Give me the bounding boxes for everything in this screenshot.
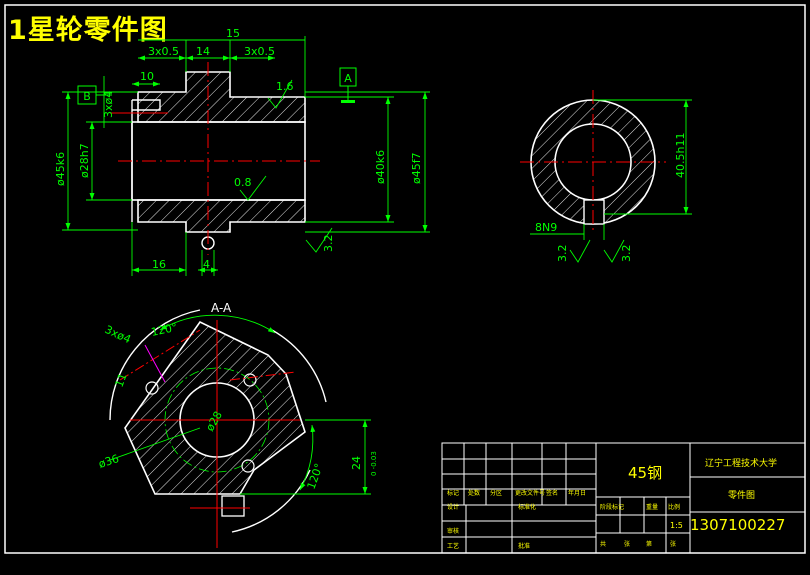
front-view xyxy=(110,62,320,255)
tb-school: 辽宁工程技术大学 xyxy=(705,457,777,469)
side-dimensions xyxy=(530,99,692,263)
dia-45k6: ø45k6 xyxy=(54,152,67,186)
tb-row-process: 工艺 xyxy=(447,542,459,550)
tb-drawing-no: 1307100227 xyxy=(690,516,785,534)
dim-15: 15 xyxy=(226,27,240,40)
front-lower-section xyxy=(137,199,306,233)
tb-row-approve: 批准 xyxy=(518,542,530,550)
tb-header-3: 分区 xyxy=(490,489,502,497)
dim-14: 14 xyxy=(196,45,210,58)
section-dim-11: 11 xyxy=(113,371,130,389)
tb-header-6: 年月日 xyxy=(568,489,586,497)
dim-3x05-right: 3x0.5 xyxy=(244,45,275,58)
tb-sheet-4: 张 xyxy=(670,540,676,548)
datum-a-label: A xyxy=(344,72,352,85)
front-hole-callout: 3xø4 xyxy=(102,91,115,118)
side-keyway xyxy=(583,199,605,225)
tb-scale: 1:5 xyxy=(670,521,683,530)
drawing-title: 1星轮零件图 xyxy=(8,15,168,46)
datum-b-label: B xyxy=(83,90,91,103)
title-block xyxy=(441,442,806,554)
section-outer-dia: ø36 xyxy=(97,452,121,471)
datum-b: B xyxy=(77,85,112,105)
datum-a: A xyxy=(339,67,357,103)
tb-row-standard: 标准化 xyxy=(518,503,536,511)
roughness-16: 1.6 xyxy=(276,80,294,93)
dim-4: 4 xyxy=(203,258,210,271)
tb-header-1: 标记 xyxy=(447,489,459,497)
tb-row-weight: 重量 xyxy=(646,503,658,511)
front-dimensions xyxy=(62,36,430,276)
section-view xyxy=(109,309,327,548)
tb-header-4: 更改文件号 xyxy=(515,489,545,497)
section-hole-callout: 3xø4 xyxy=(103,323,133,346)
drawing-frame xyxy=(4,4,806,554)
roughness-32-front: 3.2 xyxy=(322,235,335,253)
section-dimensions xyxy=(159,314,371,495)
section-dim-24: 24 xyxy=(350,456,363,470)
tb-header-5: 签名 xyxy=(546,489,558,497)
tb-row-scale: 比例 xyxy=(668,503,680,511)
dia-28h7: ø28h7 xyxy=(78,143,91,178)
tb-row-design: 设计 xyxy=(447,503,459,511)
tb-sheet-1: 共 xyxy=(600,540,606,548)
side-roughness-right: 3.2 xyxy=(620,245,633,263)
dia-45f7: ø45f7 xyxy=(410,152,423,184)
section-angle-right: 120° xyxy=(305,462,326,491)
dia-40k6: ø40k6 xyxy=(374,150,387,184)
tb-part-name: 零件图 xyxy=(728,489,755,501)
tb-material: 45钢 xyxy=(628,464,662,482)
side-keyway-8n9: 8N9 xyxy=(535,221,557,234)
tb-row-stage: 阶段标记 xyxy=(600,503,624,511)
side-dia-40-5: 40.5h11 xyxy=(674,133,687,178)
tb-row-review: 审核 xyxy=(447,527,459,535)
tb-sheet-3: 第 xyxy=(646,540,652,548)
section-label: A-A xyxy=(211,301,232,315)
roughness-08: 0.8 xyxy=(234,176,252,189)
section-angle-top: 120° xyxy=(150,321,179,339)
dim-16: 16 xyxy=(152,258,166,271)
side-view xyxy=(520,90,666,234)
tb-sheet-2: 张 xyxy=(624,540,630,548)
title-block-text: 45钢 辽宁工程技术大学 零件图 1307100227 1:5 标记 处数 分区… xyxy=(447,457,785,550)
side-roughness-left: 3.2 xyxy=(556,245,569,263)
tb-header-2: 处数 xyxy=(468,489,480,497)
dim-3x05-left: 3x0.5 xyxy=(148,45,179,58)
dim-10: 10 xyxy=(140,70,154,83)
section-tol-24: 0 -0.03 xyxy=(370,451,378,476)
